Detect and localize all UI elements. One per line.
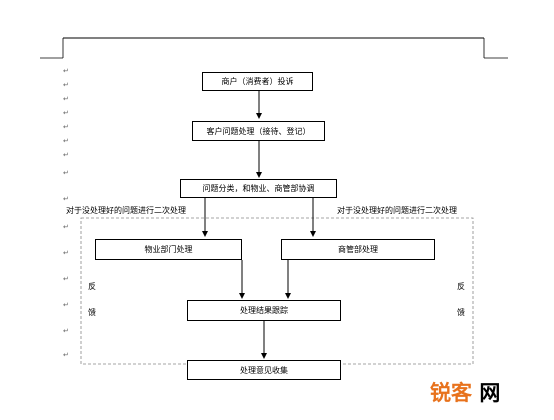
paragraph-mark: ↵ xyxy=(63,95,69,103)
paragraph-mark: ↵ xyxy=(63,109,69,117)
flow-step-classification: 问题分类，和物业、商管部协调 xyxy=(180,179,337,198)
watermark-text: 锐客 xyxy=(430,381,472,405)
paragraph-mark: ↵ xyxy=(63,223,69,231)
paragraph-mark: ↵ xyxy=(63,123,69,131)
feedback-label-right-2: 馈 xyxy=(457,308,465,317)
paragraph-mark: ↵ xyxy=(63,81,69,89)
feedback-label-right-1: 反 xyxy=(457,282,465,291)
flow-step-complaint: 商户（消费者）投诉 xyxy=(202,72,313,91)
paragraph-mark: ↵ xyxy=(63,151,69,159)
paragraph-mark: ↵ xyxy=(63,327,69,335)
feedback-label-left-1: 反 xyxy=(88,282,96,291)
flow-step-commercial-dept: 商管部处理 xyxy=(281,239,435,260)
paragraph-mark: ↵ xyxy=(63,351,69,359)
paragraph-mark: ↵ xyxy=(63,249,69,257)
watermark-logo: 锐客 网 xyxy=(430,377,500,407)
paragraph-mark: ↵ xyxy=(63,301,69,309)
paragraph-mark: ↵ xyxy=(63,67,69,75)
paragraph-mark: ↵ xyxy=(63,137,69,145)
flow-step-reception: 客户问题处理（接待、登记） xyxy=(192,121,325,141)
left-secondary-note: 对于没处理好的问题进行二次处理 xyxy=(66,206,186,215)
right-secondary-note: 对于没处理好的问题进行二次处理 xyxy=(337,206,457,215)
paragraph-mark: ↵ xyxy=(63,195,69,203)
paragraph-mark: ↵ xyxy=(63,169,69,177)
flow-step-property-dept: 物业部门处理 xyxy=(95,239,242,260)
watermark-text-suffix: 网 xyxy=(479,381,501,405)
flow-step-opinion-collection: 处理意见收集 xyxy=(187,360,341,380)
feedback-label-left-2: 馈 xyxy=(88,308,96,317)
flow-step-result-tracking: 处理结果跟踪 xyxy=(187,300,341,321)
paragraph-mark: ↵ xyxy=(63,275,69,283)
